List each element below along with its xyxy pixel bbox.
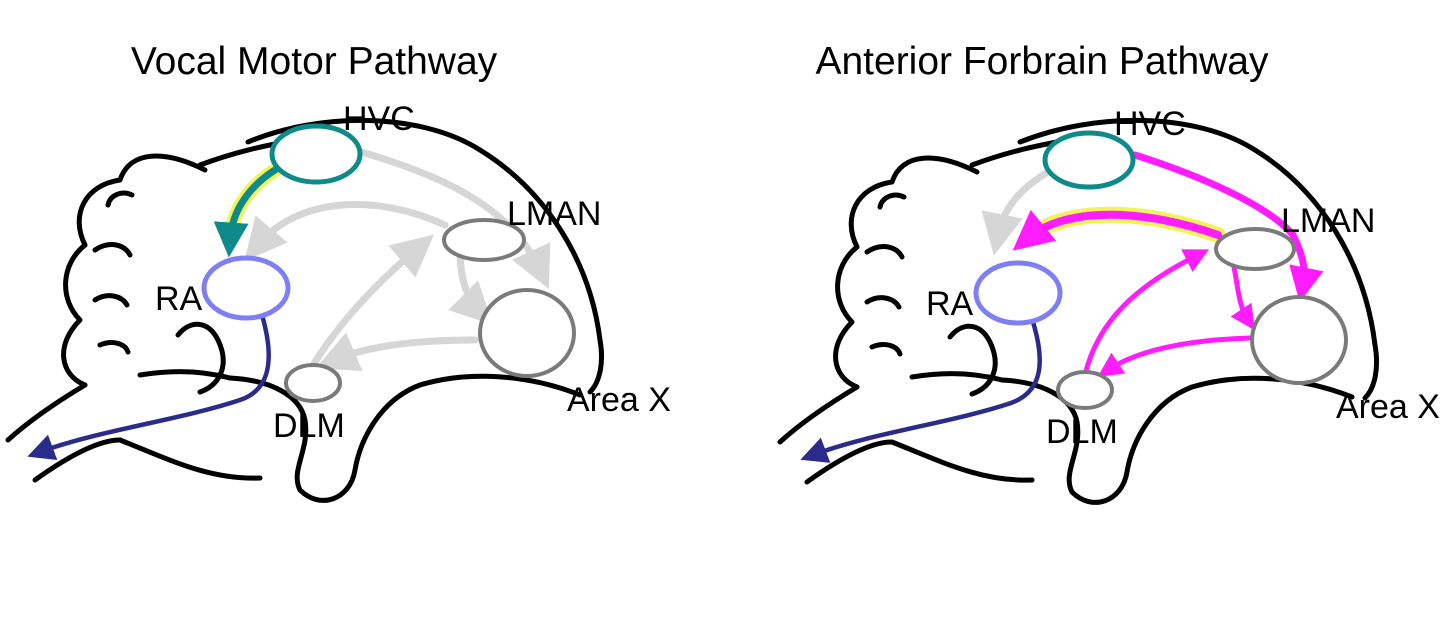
spinal-cord-top bbox=[5, 382, 88, 443]
afp-connections bbox=[1012, 151, 1324, 378]
lman-nucleus bbox=[1214, 227, 1296, 271]
dlm-nucleus bbox=[284, 363, 342, 403]
dlm-nucleus bbox=[1056, 370, 1114, 410]
label-hvc: HVC bbox=[343, 100, 415, 138]
cortex-outer-arc bbox=[245, 118, 605, 395]
label-ra: RA bbox=[926, 285, 974, 323]
cerebellum-outline bbox=[833, 155, 980, 390]
hvc-to-ra-arrow bbox=[213, 164, 282, 258]
panel-anterior-forbrain-pathway: Anterior Forbrain Pathway bbox=[728, 0, 1456, 624]
dlm-to-lman-arrow bbox=[306, 234, 435, 374]
panel-vocal-motor-pathway: Vocal Motor Pathway bbox=[5, 40, 671, 503]
label-areax: Area X bbox=[1336, 388, 1440, 426]
label-dlm: DLM bbox=[273, 407, 345, 445]
spinal-cord-bottom bbox=[804, 439, 895, 485]
label-lman: LMAN bbox=[1281, 202, 1375, 240]
hvc-to-areax-arrow bbox=[1131, 151, 1324, 303]
spinal-cord-top bbox=[777, 384, 860, 445]
hvc-nucleus bbox=[269, 123, 363, 185]
brainstem-outline bbox=[999, 375, 1355, 505]
brain-outline bbox=[777, 118, 1380, 505]
lman-to-ra-arrow bbox=[244, 201, 449, 262]
label-areax: Area X bbox=[567, 381, 671, 419]
panel-title: Vocal Motor Pathway bbox=[130, 40, 498, 83]
areax-to-dlm-arrow bbox=[1097, 335, 1253, 377]
brain-diagram: HVC LMAN RA DLM Area X bbox=[5, 100, 671, 503]
hvc-to-ra-arrow-inactive bbox=[981, 168, 1052, 256]
brain-outline bbox=[5, 118, 605, 503]
ra-nucleus bbox=[201, 255, 291, 321]
ra-motor-output-arrow bbox=[27, 312, 271, 461]
label-ra: RA bbox=[155, 280, 203, 318]
ra-motor-output-arrow bbox=[800, 319, 1042, 463]
areax-to-dlm-arrow bbox=[315, 332, 479, 372]
inactive-connections bbox=[244, 146, 551, 374]
lman-nucleus bbox=[442, 218, 526, 262]
label-dlm: DLM bbox=[1046, 413, 1118, 451]
dlm-to-lman-arrow bbox=[1082, 249, 1210, 378]
spinal-cord-bottom bbox=[32, 437, 123, 483]
lman-to-ra-arrow bbox=[1012, 209, 1222, 251]
hvc-nucleus bbox=[1042, 130, 1136, 190]
label-lman: LMAN bbox=[507, 195, 601, 233]
panel-title: Anterior Forbrain Pathway bbox=[815, 40, 1269, 83]
hvc-to-areax-arrow bbox=[351, 146, 551, 290]
cerebellum-outline bbox=[61, 153, 208, 388]
brain-diagram: HVC LMAN RA DLM Area X bbox=[777, 105, 1440, 505]
areax-nucleus bbox=[1250, 295, 1348, 385]
label-hvc: HVC bbox=[1114, 105, 1186, 143]
cortex-outer-arc bbox=[1017, 118, 1380, 401]
areax-nucleus bbox=[478, 288, 576, 378]
lman-to-areax-arrow bbox=[1230, 259, 1255, 331]
ra-nucleus bbox=[973, 260, 1063, 326]
brainstem-outline bbox=[227, 373, 583, 503]
